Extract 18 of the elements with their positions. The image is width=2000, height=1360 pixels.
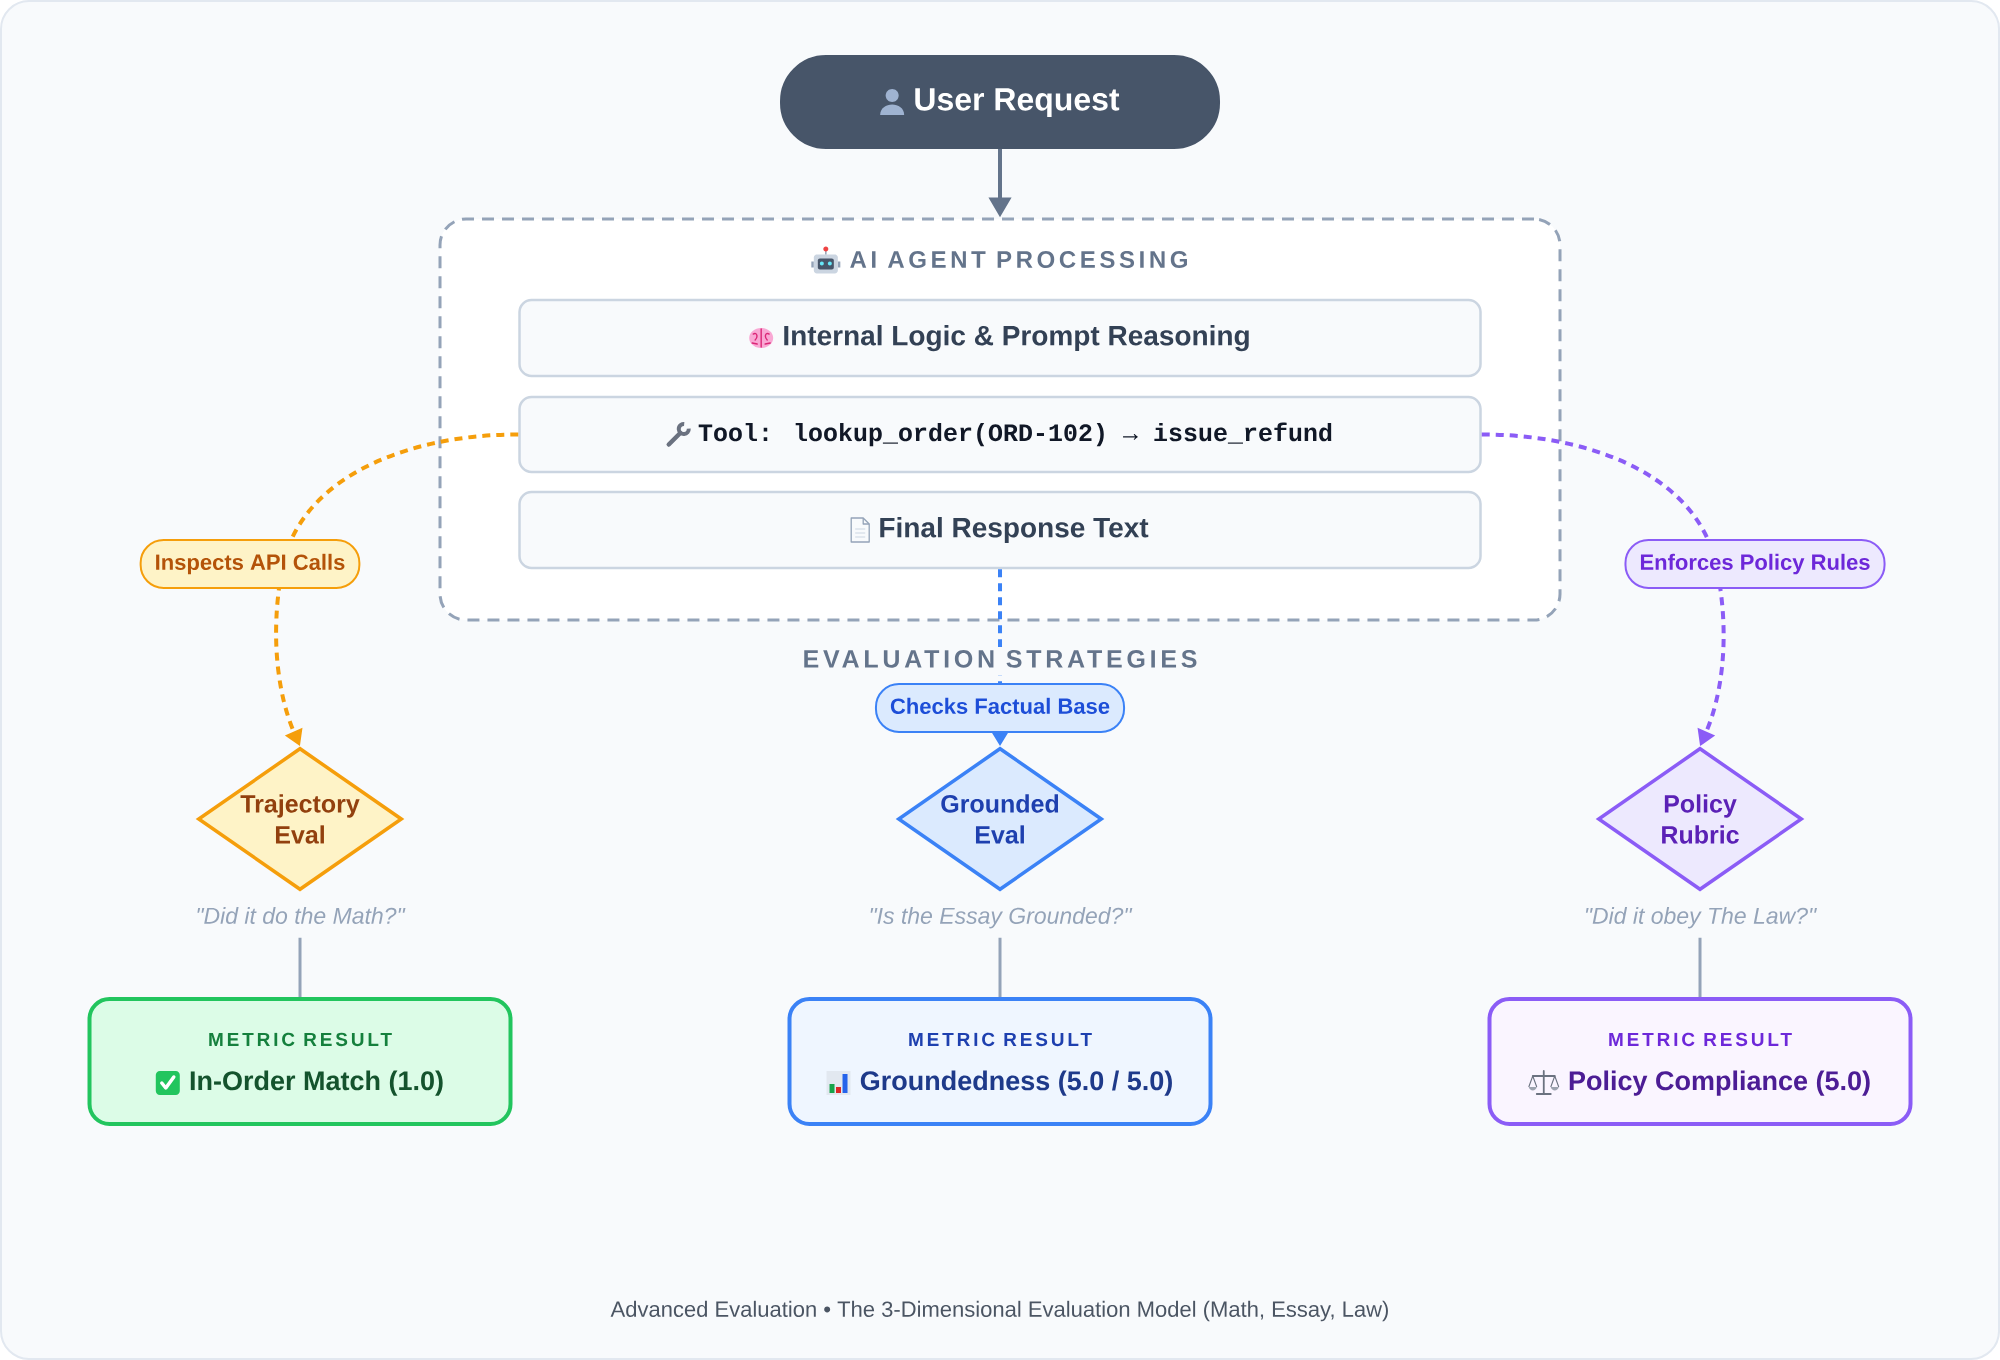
result-box: METRIC RESULT In-Order Match (1.0) bbox=[87, 997, 513, 1126]
edge-label: Enforces Policy Rules bbox=[1624, 539, 1886, 589]
question-text: "Is the Essay Grounded?" bbox=[870, 907, 1133, 929]
caption: Advanced Evaluation • The 3-Dimensional Evaluation Model (Math, Essay, Law) bbox=[610, 1300, 1388, 1322]
question-text: "Did it do the Math?" bbox=[197, 907, 406, 924]
edge-label: Inspects API Calls bbox=[139, 539, 361, 589]
question-text: "Did it obey The Law?" bbox=[1585, 907, 1817, 929]
process-box: Internal Logic & Prompt Reasoning bbox=[518, 298, 1482, 378]
terminal-pill: User Request bbox=[780, 55, 1220, 149]
process-box: Tool: lookup_order(ORD-102) → issue_refund bbox=[518, 395, 1482, 474]
section-heading: EVALUATION STRATEGIES bbox=[799, 647, 1201, 675]
result-box: METRIC RESULT Policy Compliance (5.0) bbox=[1487, 997, 1913, 1126]
connector-line bbox=[998, 937, 1002, 997]
edge-label: Checks Factual Base bbox=[874, 683, 1126, 733]
connector-line bbox=[1698, 937, 1702, 997]
connector-line bbox=[298, 937, 302, 997]
result-box: METRIC RESULT Groundedness (5.0 / 5.0) bbox=[787, 997, 1213, 1126]
process-box: Final Response Text bbox=[518, 490, 1482, 570]
